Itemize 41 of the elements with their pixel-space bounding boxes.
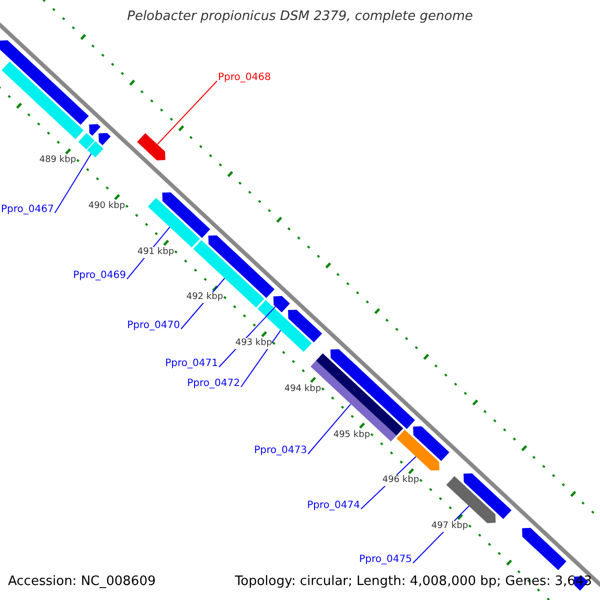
- gene-feature: [522, 528, 566, 570]
- accession-label: Accession: NC_008609: [8, 575, 156, 589]
- tick-label: 490 kbp: [88, 201, 126, 212]
- tick-label: 489 kbp: [39, 155, 76, 166]
- gene-label: Ppro_0471: [165, 357, 218, 371]
- gene-label: Ppro_0469: [73, 269, 126, 283]
- gene-feature: [148, 198, 200, 248]
- tick-label: 494 kbp: [284, 384, 322, 395]
- gene-feature: [98, 133, 111, 146]
- gene-label: Ppro_0473: [254, 444, 307, 458]
- gene-label: Ppro_0475: [359, 553, 412, 567]
- tick-label: 495 kbp: [333, 430, 370, 441]
- gene-feature: [137, 133, 166, 160]
- leader-line: [240, 330, 282, 388]
- gene-feature: [162, 192, 210, 238]
- gene-feature: [396, 430, 440, 471]
- leader-line: [156, 80, 218, 145]
- tick-label: 497 kbp: [431, 520, 468, 532]
- gene-feature: [413, 426, 450, 461]
- gene-label: Ppro_0467: [1, 203, 54, 217]
- gene-feature: [273, 296, 290, 312]
- gene-feature: [330, 349, 415, 429]
- tick-label: 491 kbp: [137, 246, 174, 258]
- leader-line: [308, 404, 352, 454]
- tick-label: 493 kbp: [235, 338, 272, 350]
- gene-feature: [2, 61, 84, 140]
- gene-label: Ppro_0472: [187, 377, 240, 391]
- gene-label: Ppro_0468: [218, 71, 271, 85]
- gene-feature: [288, 310, 322, 342]
- tick-label: 496 kbp: [382, 475, 420, 486]
- tick-label: 492 kbp: [186, 292, 224, 304]
- gene-feature: [89, 124, 100, 136]
- map-title: Pelobacter propionicus DSM 2379, complete genome: [126, 10, 474, 24]
- gene-feature: [258, 300, 312, 352]
- gene-feature: [464, 473, 512, 519]
- gene-feature: [87, 141, 104, 158]
- gene-feature: [78, 133, 95, 150]
- gene-label: Ppro_0470: [127, 319, 180, 333]
- gene-feature: [0, 40, 89, 125]
- gene-label: Ppro_0474: [307, 499, 360, 513]
- leader-line: [54, 153, 92, 214]
